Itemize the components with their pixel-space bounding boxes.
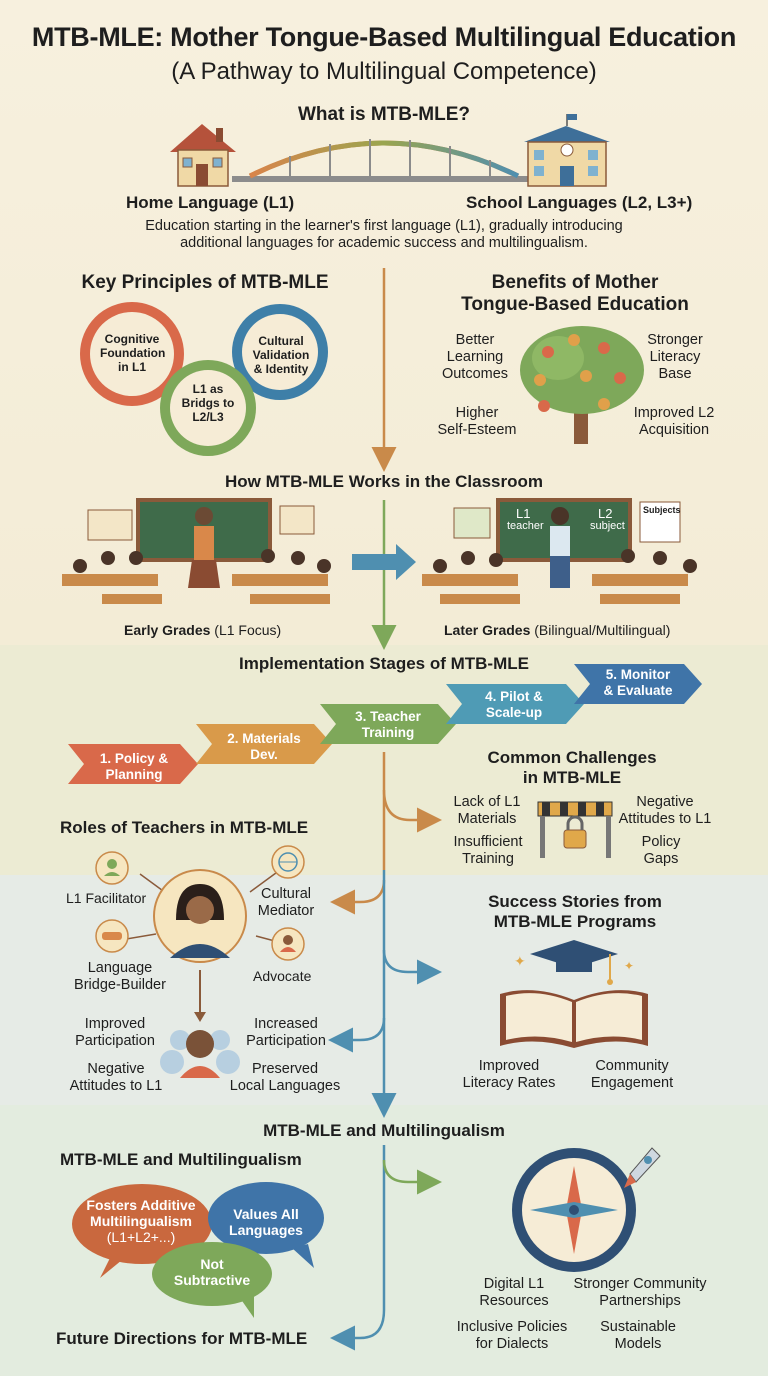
rocket-icon [624,1147,661,1188]
later-grades-caption: Later Grades (Bilingual/Multilingual) [444,622,671,638]
gear-icon [80,302,184,406]
advocate-icon [271,927,305,961]
bridge-illustration [170,114,610,187]
school-languages-label: School Languages (L2, L3+) [466,193,693,212]
stage-chevron-2 [196,724,332,764]
future-heading: Future Directions for MTB-MLE [56,1329,308,1348]
svg-text:✦: ✦ [624,959,634,973]
what-is-heading: What is MTB-MLE? [297,104,471,125]
bubble-values [208,1182,324,1254]
page-title: MTB-MLE: Mother Tongue-Based Multilingua… [31,22,737,52]
gear-icon [232,304,328,400]
stage-chevron-5 [574,664,702,704]
gear-icon [160,360,256,456]
school-icon [524,114,610,187]
teacher-roles-diagram [95,845,305,1078]
student-group-icon [160,1030,240,1078]
role-advocate: Advocate [253,968,312,984]
bubble-not-subtractive [152,1242,272,1306]
subjects-chart-label: Subjects [643,505,681,515]
stage-1-label: 1. Policy &Planning [99,751,169,782]
book-graduation-icon: ✦ ✦ [500,940,648,1048]
stage-chevron-4 [446,684,584,724]
stages-chevrons [68,664,702,784]
board-subject: subject [590,520,625,532]
board-l1: L1 [516,506,531,521]
person-icon [95,851,129,885]
barrier-lock-icon [537,801,613,858]
house-icon [170,124,236,187]
flow-arrow [328,1017,386,1053]
tree-icon [520,326,644,444]
page-subtitle: (A Pathway to Multilingual Competence) [171,58,597,85]
principles-gears [80,302,328,456]
board-l2: L2 [598,506,613,521]
handshake-icon [95,919,129,953]
stage-5-label: 5. Monitor& Evaluate [603,667,673,698]
teachers-heading: Roles of Teachers in MTB-MLE [60,818,309,837]
home-language-label: Home Language (L1) [126,193,295,212]
speech-bubbles [72,1182,324,1318]
flow-arrow [382,789,442,833]
principles-heading: Key Principles of MTB-MLE [81,272,329,293]
bridge-icon [232,139,528,182]
svg-text:✦: ✦ [514,953,526,969]
multilingualism-left-heading: MTB-MLE and Multilingualism [60,1150,302,1169]
flow-arrow [382,949,442,985]
later-classroom [422,498,697,604]
role-l1-facilitator: L1 Facilitator [66,890,147,906]
board-teacher: teacher [507,520,544,532]
classroom-heading: How MTB-MLE Works in the Classroom [225,472,543,491]
stage-chevron-3 [320,704,456,744]
teacher-avatar [153,869,247,963]
flow-arrow [382,1159,442,1195]
bubble-additive [72,1184,212,1264]
flow-arrow [330,1309,386,1351]
classroom-illustration [62,498,697,604]
what-is-description-line2: additional languages for academic succes… [180,235,588,251]
multilingualism-center-heading: MTB-MLE and Multilingualism [263,1121,505,1140]
progress-arrow [352,544,416,580]
early-classroom [62,498,331,604]
what-is-description-line1: Education starting in the learner's firs… [145,218,623,234]
globe-icon [271,845,305,879]
stage-4-label: 4. Pilot &Scale-up [485,689,543,720]
stages-heading: Implementation Stages of MTB-MLE [239,654,529,673]
compass-rocket-icon [512,1147,661,1272]
stage-chevron-1 [68,744,198,784]
early-grades-caption: Early Grades (L1 Focus) [124,622,282,638]
